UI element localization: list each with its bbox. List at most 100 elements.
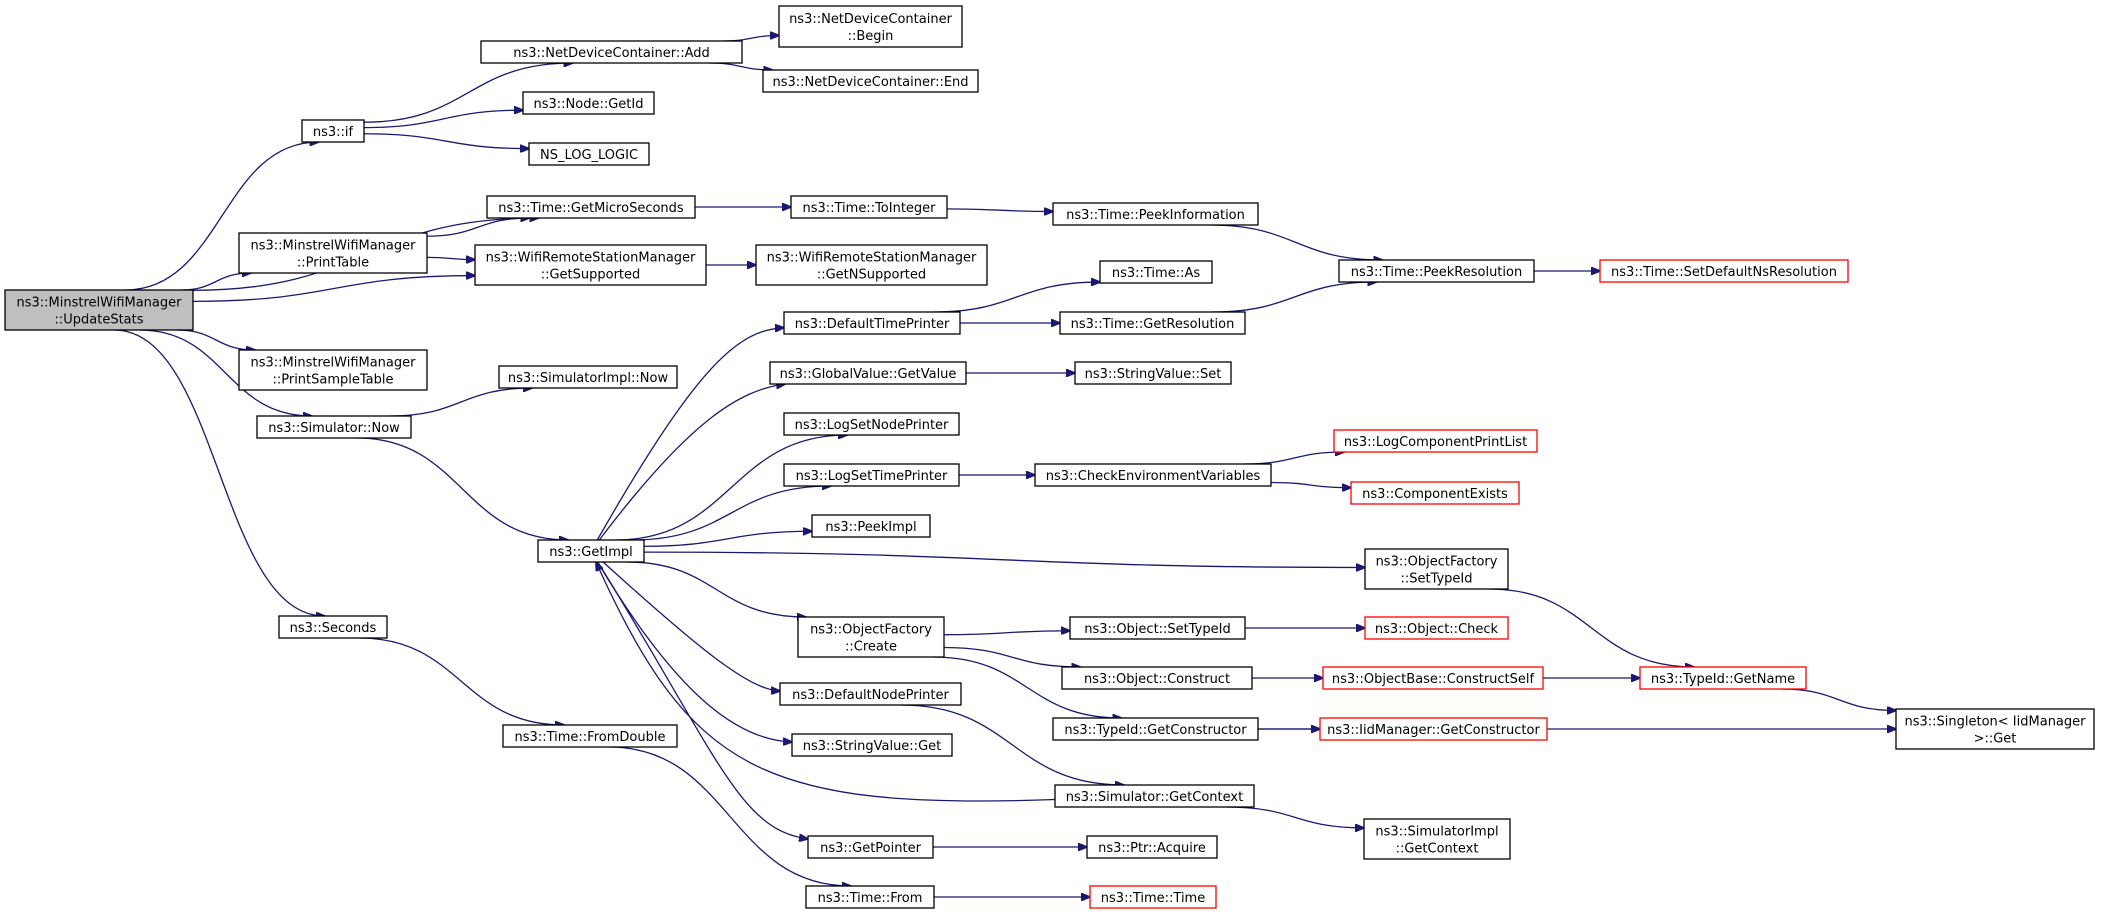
- node-objSetTypeId[interactable]: ns3::Object::SetTypeId: [1069, 616, 1246, 640]
- node-box: [779, 682, 962, 706]
- node-label: ns3::TypeId::GetName: [1651, 672, 1795, 687]
- edge-getImpl-to-svGet: [597, 561, 792, 742]
- node-ndcAdd[interactable]: ns3::NetDeviceContainer::Add: [480, 40, 743, 64]
- edge-getImpl-to-ofSetTypeId: [643, 551, 1365, 567]
- node-seconds[interactable]: ns3::Seconds: [278, 615, 388, 639]
- node-label: ns3::GlobalValue::GetValue: [780, 367, 957, 382]
- node-box: [805, 885, 935, 909]
- node-if[interactable]: ns3::if: [301, 119, 365, 143]
- nodes-layer: ns3::MinstrelWifiManager::UpdateStatsns3…: [4, 5, 2095, 909]
- node-objConstruct[interactable]: ns3::Object::Construct: [1061, 666, 1253, 690]
- node-label: ns3::Time::FromDouble: [515, 730, 666, 745]
- node-box: [1364, 616, 1509, 640]
- node-box: [1052, 717, 1259, 741]
- node-getMicro[interactable]: ns3::Time::GetMicroSeconds: [486, 195, 696, 219]
- node-ndcEnd[interactable]: ns3::NetDeviceContainer::End: [762, 69, 979, 93]
- node-defTimePrinter[interactable]: ns3::DefaultTimePrinter: [783, 311, 961, 335]
- node-printTable[interactable]: ns3::MinstrelWifiManager::PrintTable: [238, 232, 428, 274]
- node-label: ::Create: [845, 640, 897, 655]
- edge-getImpl-to-gvGetValue: [598, 384, 785, 541]
- node-constructSelf[interactable]: ns3::ObjectBase::ConstructSelf: [1322, 666, 1544, 690]
- node-box: [1364, 548, 1509, 590]
- node-ofSetTypeId[interactable]: ns3::ObjectFactory::SetTypeId: [1364, 548, 1509, 590]
- node-box: [1069, 616, 1246, 640]
- node-nsLogLogic[interactable]: NS_LOG_LOGIC: [528, 142, 650, 166]
- edge-simNow-to-simImplNow: [389, 388, 532, 417]
- node-label: ns3::StringValue::Set: [1085, 367, 1222, 382]
- node-label: ns3::IidManager::GetConstructor: [1327, 723, 1540, 738]
- node-timeTime[interactable]: ns3::Time::Time: [1089, 885, 1217, 909]
- node-box: [1074, 361, 1232, 385]
- node-gvGetValue[interactable]: ns3::GlobalValue::GetValue: [769, 361, 967, 385]
- node-label: ns3::Object::Check: [1375, 622, 1499, 637]
- node-root[interactable]: ns3::MinstrelWifiManager::UpdateStats: [4, 289, 194, 331]
- node-getResolution[interactable]: ns3::Time::GetResolution: [1059, 311, 1246, 335]
- node-label: ns3::MinstrelWifiManager: [250, 239, 416, 254]
- node-label: ns3::CheckEnvironmentVariables: [1046, 469, 1261, 484]
- node-fromDouble[interactable]: ns3::Time::FromDouble: [502, 724, 678, 748]
- node-svGet[interactable]: ns3::StringValue::Get: [791, 733, 953, 757]
- edge-getImpl-to-peekImpl: [643, 531, 812, 547]
- edge-peekInfo-to-peekRes: [1209, 224, 1383, 260]
- node-peekInfo[interactable]: ns3::Time::PeekInformation: [1052, 202, 1259, 226]
- node-simGetContext[interactable]: ns3::Simulator::GetContext: [1054, 784, 1255, 808]
- node-label: ::UpdateStats: [54, 313, 143, 328]
- edge-getImpl-to-logSetTime: [631, 486, 831, 541]
- node-label: ns3::Time::GetResolution: [1071, 317, 1235, 332]
- edge-ndcAdd-to-ndcEnd: [709, 62, 773, 70]
- node-svSet[interactable]: ns3::StringValue::Set: [1074, 361, 1232, 385]
- node-typeGetCtor[interactable]: ns3::TypeId::GetConstructor: [1052, 717, 1259, 741]
- node-label: NS_LOG_LOGIC: [540, 148, 638, 163]
- edge-fromDouble-to-timeFrom: [609, 746, 851, 886]
- node-box: [1363, 818, 1511, 860]
- node-ndcBegin[interactable]: ns3::NetDeviceContainer::Begin: [778, 5, 963, 48]
- node-box: [278, 615, 388, 639]
- node-simImplGetContext[interactable]: ns3::SimulatorImpl::GetContext: [1363, 818, 1511, 860]
- node-getImpl[interactable]: ns3::GetImpl: [537, 539, 645, 563]
- node-getSupported[interactable]: ns3::WifiRemoteStationManager::GetSuppor…: [474, 244, 707, 286]
- node-label: ns3::if: [313, 125, 354, 140]
- node-iidGetCtor[interactable]: ns3::IidManager::GetConstructor: [1319, 717, 1548, 741]
- node-compExists[interactable]: ns3::ComponentExists: [1350, 481, 1520, 505]
- node-typeGetName[interactable]: ns3::TypeId::GetName: [1639, 666, 1807, 690]
- node-getPointer[interactable]: ns3::GetPointer: [807, 835, 934, 859]
- node-box: [755, 244, 988, 286]
- edge-checkEnv-to-compExists: [1270, 481, 1351, 488]
- node-printSample[interactable]: ns3::MinstrelWifiManager::PrintSampleTab…: [238, 349, 428, 391]
- node-getNSupported[interactable]: ns3::WifiRemoteStationManager::GetNSuppo…: [755, 244, 988, 286]
- node-ptrAcquire[interactable]: ns3::Ptr::Acquire: [1086, 835, 1218, 859]
- node-box: [1061, 666, 1253, 690]
- node-simImplNow[interactable]: ns3::SimulatorImpl::Now: [498, 365, 678, 389]
- edge-defNodePrinter-to-simGetContext: [901, 704, 1124, 785]
- node-label: ns3::GetImpl: [549, 545, 633, 560]
- node-setDefRes[interactable]: ns3::Time::SetDefaultNsResolution: [1599, 259, 1849, 283]
- node-label: ns3::MinstrelWifiManager: [250, 356, 416, 371]
- node-logSetTime[interactable]: ns3::LogSetTimePrinter: [783, 463, 960, 487]
- node-box: [807, 835, 934, 859]
- node-checkEnv[interactable]: ns3::CheckEnvironmentVariables: [1034, 463, 1272, 487]
- node-label: ns3::StringValue::Get: [803, 739, 941, 754]
- node-nodeGetId[interactable]: ns3::Node::GetId: [522, 91, 655, 115]
- node-label: ::PrintSampleTable: [272, 373, 393, 388]
- node-logCompPrint[interactable]: ns3::LogComponentPrintList: [1333, 429, 1538, 453]
- edge-seconds-to-fromDouble: [358, 637, 564, 725]
- edge-getImpl-to-logSetNode: [615, 435, 847, 541]
- node-timeAs[interactable]: ns3::Time::As: [1099, 260, 1213, 284]
- node-toInteger[interactable]: ns3::Time::ToInteger: [790, 195, 948, 219]
- node-defNodePrinter[interactable]: ns3::DefaultNodePrinter: [779, 682, 962, 706]
- node-singletonGet[interactable]: ns3::Singleton< IidManager>::Get: [1895, 708, 2095, 750]
- node-simNow[interactable]: ns3::Simulator::Now: [256, 415, 412, 439]
- node-logSetNode[interactable]: ns3::LogSetNodePrinter: [783, 412, 960, 436]
- node-label: ns3::TypeId::GetConstructor: [1064, 723, 1247, 738]
- node-timeFrom[interactable]: ns3::Time::From: [805, 885, 935, 909]
- node-label: ::Begin: [848, 29, 894, 44]
- node-box: [1639, 666, 1807, 690]
- node-peekImpl[interactable]: ns3::PeekImpl: [811, 514, 931, 538]
- node-objCheck[interactable]: ns3::Object::Check: [1364, 616, 1509, 640]
- node-peekRes[interactable]: ns3::Time::PeekResolution: [1338, 259, 1535, 283]
- node-box: [1034, 463, 1272, 487]
- node-box: [502, 724, 678, 748]
- edge-root-to-printSample: [176, 329, 255, 350]
- node-ofCreate[interactable]: ns3::ObjectFactory::Create: [797, 616, 945, 658]
